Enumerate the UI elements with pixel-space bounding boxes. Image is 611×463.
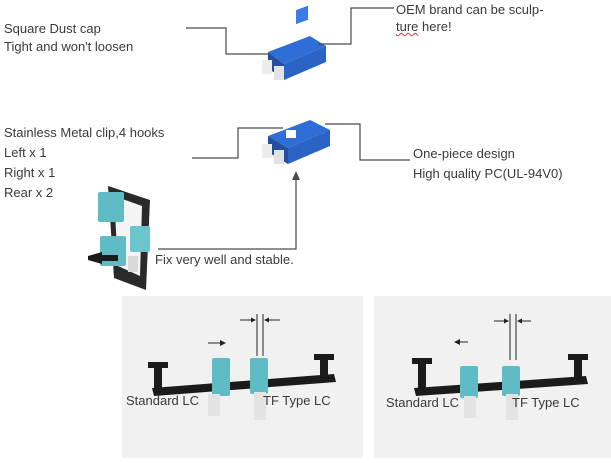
bottom-left-standard-label: Standard LC <box>126 393 199 408</box>
one-piece-detail: High quality PC(UL-94V0) <box>413 166 563 181</box>
metal-clip-leader-line <box>192 127 283 159</box>
one-piece-callout: One-piece design High quality PC(UL-94V0… <box>413 144 563 184</box>
dust-cap-callout: Square Dust cap Tight and won't loosen <box>4 20 133 56</box>
dust-cap-leader-line <box>186 27 268 55</box>
panel-mount-illustration <box>88 186 150 290</box>
metal-clip-rear: Rear x 2 <box>4 185 54 200</box>
bottom-right-illustration <box>412 314 588 420</box>
middle-blue-adapter-image <box>262 120 330 164</box>
oem-line-1: OEM brand can be sculp- <box>396 2 544 17</box>
oem-callout: OEM brand can be sculp- ture here! <box>396 1 543 35</box>
one-piece-leader-line <box>325 123 410 161</box>
bottom-left-tf-label: TF Type LC <box>263 393 331 408</box>
metal-clip-title: Stainless Metal clip,4 hooks <box>4 125 165 140</box>
oem-leader-line <box>318 7 394 45</box>
fix-caption: Fix very well and stable. <box>155 252 294 267</box>
oem-line-2: ture here! <box>396 18 543 35</box>
dust-cap-title: Square Dust cap <box>4 21 101 36</box>
oem-line-2-prefix: ture <box>396 19 419 34</box>
bottom-right-tf-label: TF Type LC <box>512 395 580 410</box>
bottom-left-illustration <box>148 314 336 420</box>
bottom-left-photo <box>122 296 363 458</box>
fix-leader-line <box>158 178 297 250</box>
top-blue-adapter-image <box>262 5 326 80</box>
bottom-right-photo <box>374 296 611 458</box>
metal-clip-right: Right x 1 <box>4 165 56 180</box>
oem-line-2-suffix: here! <box>418 19 452 34</box>
dust-cap-detail: Tight and won't loosen <box>4 39 134 54</box>
fix-arrow-head <box>292 171 300 180</box>
one-piece-title: One-piece design <box>413 146 515 161</box>
panel-mount-photo <box>80 178 164 294</box>
metal-clip-left: Left x 1 <box>4 145 47 160</box>
bottom-right-standard-label: Standard LC <box>386 395 459 410</box>
metal-clip-callout: Stainless Metal clip,4 hooks Left x 1 Ri… <box>4 123 164 203</box>
